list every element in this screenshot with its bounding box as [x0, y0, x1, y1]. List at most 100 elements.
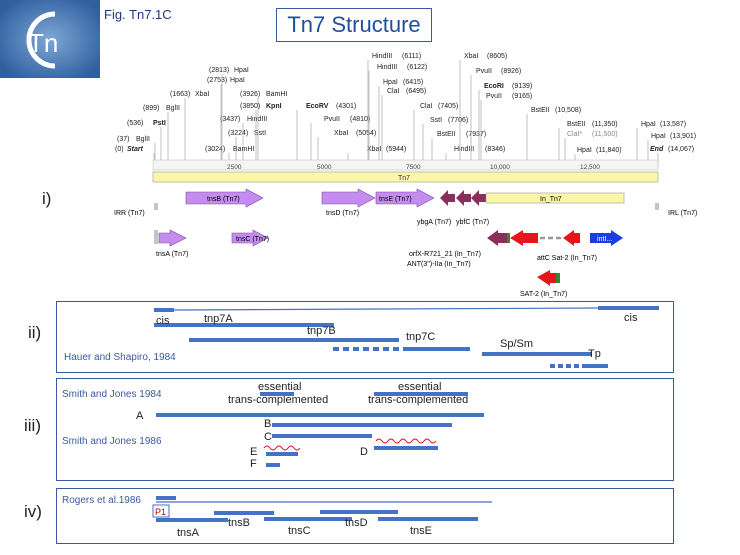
tnsE-arrow: [375, 188, 435, 208]
sat2-arrow: [537, 270, 557, 286]
tnsA-label: tnsA (Tn7): [156, 251, 188, 258]
panel-iv: [56, 488, 674, 544]
tnsD-arrow: [321, 188, 376, 208]
site-pos: (8605): [487, 53, 507, 60]
site-pos: (6495): [406, 88, 426, 95]
site-pos: (3850): [240, 103, 260, 110]
iv-tnsA: tnsA: [177, 527, 200, 539]
tnsD-label: tnsD (Tn7): [326, 210, 359, 217]
trans-label-2: trans-complemented: [368, 394, 468, 406]
sat2-marker: [556, 273, 560, 283]
trans-label-1: trans-complemented: [228, 394, 328, 406]
ybgA-arrow: [440, 190, 455, 206]
ruler-tick: 2500: [227, 164, 242, 171]
ant-marker: [507, 233, 510, 243]
site-pos: (8346): [485, 146, 505, 153]
site-name: XbaI: [195, 91, 209, 98]
orfx-label: orfX-R721_21 (In_Tn7): [409, 251, 481, 258]
site-name: HindIII: [454, 146, 474, 153]
site-name: BamHI: [266, 91, 287, 98]
label-A: A: [136, 410, 144, 422]
in-tn7-box: [485, 192, 625, 204]
ybfC-label: ybfC (Tn7): [456, 219, 489, 226]
label-E: E: [250, 446, 257, 458]
site-pos: (899): [143, 105, 159, 112]
orf-arrow: [471, 190, 486, 206]
site-pos: (4810): [350, 116, 370, 123]
panel-ii-diagram: cis cis tnp7A tnp7B tnp7C Sp/Sm Tp Hauer…: [64, 306, 659, 368]
iv-tnsB: tnsB: [228, 517, 250, 529]
site-name: XbaI: [464, 53, 478, 60]
panel-iii-diagram: Smith and Jones 1984 Smith and Jones 198…: [62, 381, 484, 470]
site-pos: (536): [127, 120, 143, 127]
site-pos: (37): [117, 136, 129, 143]
cis-left-label: cis: [156, 315, 170, 327]
tn7-bar-label: Tn7: [398, 175, 410, 182]
site-name: BstEII: [531, 107, 550, 114]
feature-track-2: tnsC (Tn7) tnsA (Tn7) intI... orfX-R721_…: [154, 229, 623, 298]
ybgA-label: ybgA (Tn7): [417, 219, 451, 226]
p1-label: P1: [155, 507, 166, 517]
site-pos: (13,901): [670, 133, 696, 140]
tnp7c-label: tnp7C: [406, 331, 435, 343]
site-pos: (2753): [207, 77, 227, 84]
site-name: End: [650, 146, 664, 153]
site-name: HindIII: [372, 53, 392, 60]
panel-iii: [56, 378, 674, 481]
label-B: B: [264, 418, 271, 430]
site-pos: (4301): [336, 103, 356, 110]
site-pos: (6111): [402, 53, 421, 60]
site-pos: (6122): [407, 64, 427, 71]
spsm-label: Sp/Sm: [500, 338, 533, 350]
ref-smith-1984: Smith and Jones 1984: [62, 389, 162, 400]
site-pos: (0): [115, 146, 124, 153]
site-pos: (1663): [170, 91, 190, 98]
site-name: XbaI: [367, 146, 381, 153]
irl-label: IRL (Tn7): [668, 210, 697, 217]
tnp7b-label: tnp7B: [307, 325, 336, 337]
site-pos: (3926): [240, 91, 260, 98]
site-name: XbaI: [334, 130, 348, 137]
sat2-label: SAT-2 (In_Tn7): [520, 291, 567, 298]
site-pos: (9139): [512, 83, 532, 90]
site-pos: (5054): [356, 130, 376, 137]
site-name: ClaI*: [567, 131, 582, 138]
cis-right-label: cis: [624, 312, 638, 324]
feature-track: tnsB (Tn7) tnsE (Tn7) In_Tn7 IRR (Tn7) t…: [114, 188, 697, 226]
site-name: HpaI: [577, 147, 592, 154]
tp-label: Tp: [588, 348, 601, 360]
ant-label: ANT(3'')-IIa (In_Tn7): [407, 261, 471, 268]
tnsA-arrow: [158, 229, 187, 247]
site-name: EcoRI: [484, 83, 504, 90]
ref-hauer: Hauer and Shapiro, 1984: [64, 352, 176, 363]
site-name: ClaI: [387, 88, 400, 95]
ruler-tick: 12,500: [580, 164, 600, 171]
orfx-arrow: [487, 230, 509, 246]
site-pos: (3224): [228, 130, 248, 137]
site-name: PvuII: [486, 93, 502, 100]
site-pos: (3437): [220, 116, 240, 123]
site-name: SstI: [430, 117, 442, 124]
site-name: HpaI: [230, 77, 245, 84]
site-pos: (11,840): [596, 147, 622, 154]
tn7-bar: [152, 171, 659, 183]
tnsC-label: tnsC (Tn7): [236, 236, 269, 243]
site-name: BstEII: [437, 131, 456, 138]
ruler-tick: 5000: [317, 164, 332, 171]
site-name: BamHI: [233, 146, 254, 153]
site-name: PvuII: [324, 116, 340, 123]
tnsE-label: tnsE (Tn7): [379, 196, 412, 203]
iv-tnsC: tnsC: [288, 525, 311, 537]
site-name: HpaI: [651, 133, 666, 140]
iv-tnsD: tnsD: [345, 517, 368, 529]
figure-label: Fig. Tn7.1C: [104, 7, 172, 22]
panel-label-i: i): [42, 189, 52, 208]
site-name: BglII: [136, 136, 150, 143]
panel-label-iv: iv): [24, 502, 42, 521]
tn-logo: Tn: [0, 0, 100, 78]
attc-label: attC Sat-2 (In_Tn7): [537, 255, 597, 262]
site-name: BstEII: [567, 121, 586, 128]
panel-label-iii: iii): [24, 416, 41, 435]
site-pos: (7706): [448, 117, 468, 124]
site-pos: (14,067): [668, 146, 694, 153]
